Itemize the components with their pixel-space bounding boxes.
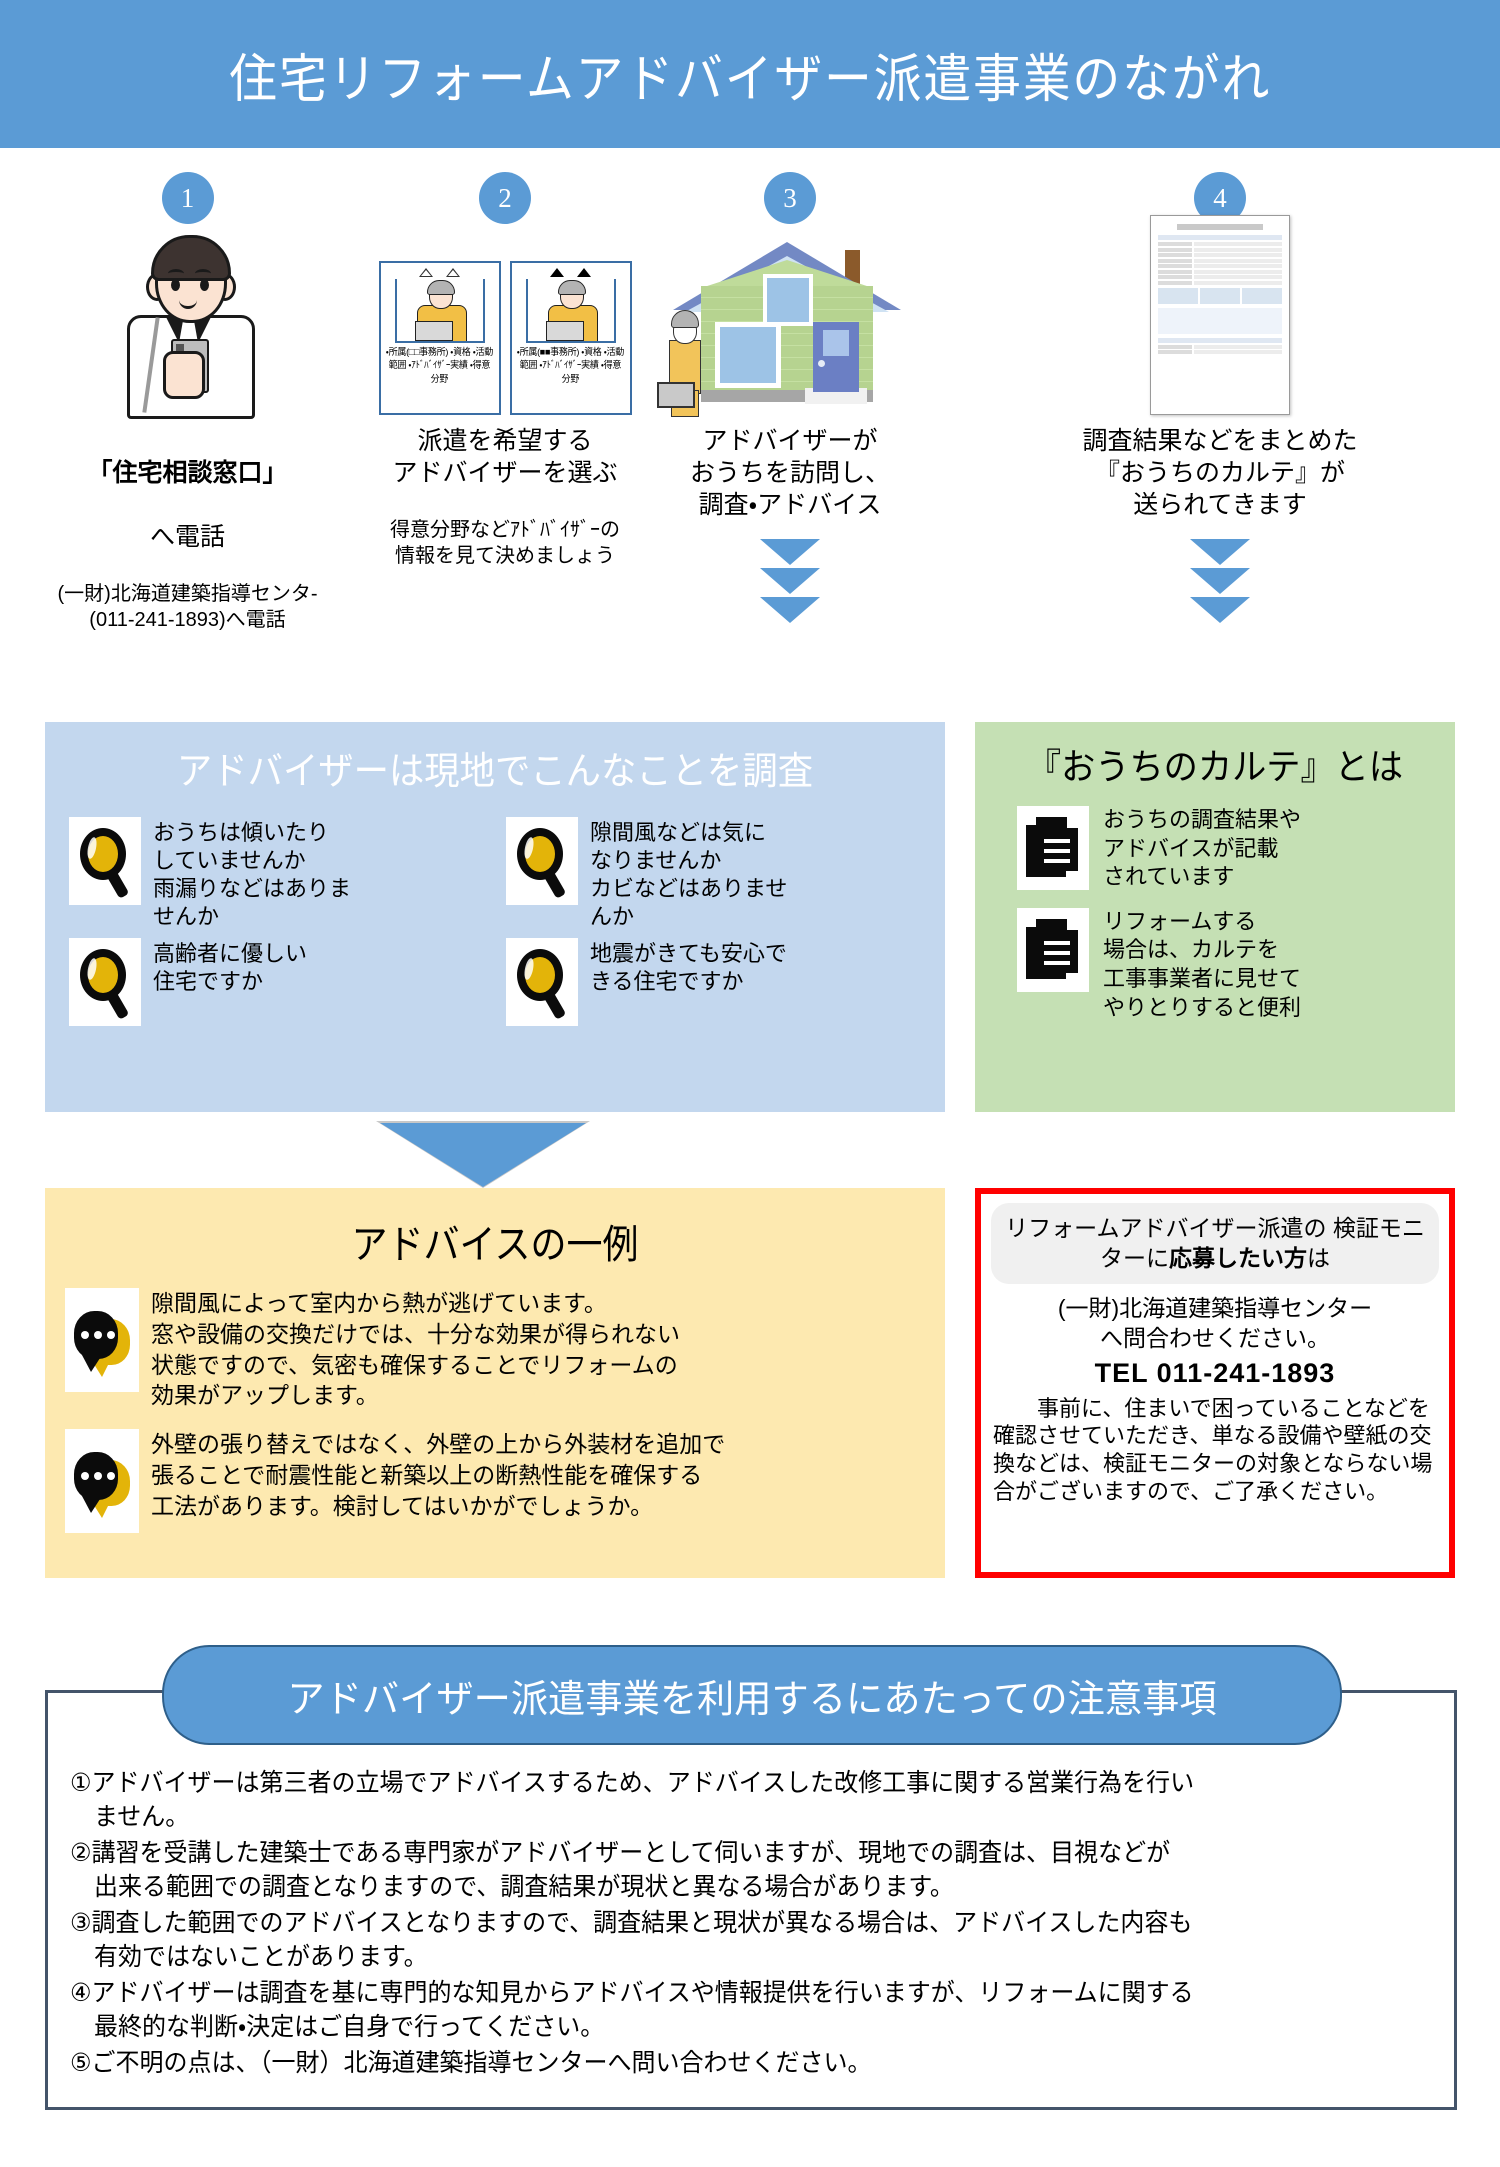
down-arrow-icon <box>380 1123 586 1187</box>
survey-item: 隙間風などは気に なりませんか カビなどはありませ んか <box>506 817 921 932</box>
monitor-headline-pre: リフォームアドバイザー派遣の 検証モニターに <box>1005 1215 1425 1272</box>
monitor-headline-bold: 応募したい方 <box>1169 1245 1307 1272</box>
house-icon <box>655 230 925 417</box>
advice-item-text: 外壁の張り替えではなく、外壁の上から外装材を追加で 張ることで耐震性能と新築以上… <box>151 1431 726 1519</box>
step-1-caption: 「住宅相談窓口」 へ電話 <box>0 425 375 553</box>
document-icon <box>1017 806 1089 890</box>
karte-item: リフォームする 場合は、カルテを 工事事業者に見せて やりとりすると便利 <box>975 892 1455 1022</box>
survey-item-text: 高齢者に優しい 住宅ですか <box>153 940 308 994</box>
advisor-profile-card-left: ・所属(□□事務所) ・資格 ・活動範囲 ・ｱﾄﾞﾊﾞｲｻﾞｰ実績 ・得意分野 <box>378 261 501 415</box>
magnifier-icon <box>69 817 141 905</box>
survey-item-text: おうちは傾いたり していませんか 雨漏りなどはありま せんか <box>153 820 352 930</box>
survey-item: 地震がきても安心で きる住宅ですか <box>506 937 921 1026</box>
magnifier-icon <box>506 817 578 905</box>
karte-panel-title: 『おうちのカルテ』とは <box>1026 746 1404 787</box>
steps-row: 1 「住宅相談窓口」 へ電話 (一財)北海道建築指導センタ- (011-241-… <box>0 150 1500 690</box>
step-4: 4 調査結果などをまとめた 『おうちのカルテ』が 送られてきます <box>940 150 1500 623</box>
notes-panel: アドバイザー派遣事業を利用するにあたっての注意事項 ①アドバイザーは第三者の立場… <box>45 1645 1457 2110</box>
karte-item-text: おうちの調査結果や アドバイスが記載 されています <box>1103 807 1302 890</box>
step-1-badge: 1 <box>161 172 214 224</box>
step-2-badge: 2 <box>479 172 531 224</box>
step-1-subtext: (一財)北海道建築指導センタ- (011-241-1893)へ電話 <box>57 583 318 631</box>
advice-item: 外壁の張り替えではなく、外壁の上から外装材を追加で 張ることで耐震性能と新築以上… <box>45 1411 945 1534</box>
monitor-headline-post: は <box>1307 1245 1330 1272</box>
advisor-card-left-lines: ・所属(□□事務所) ・資格 ・活動範囲 ・ｱﾄﾞﾊﾞｲｻﾞｰ実績 ・得意分野 <box>385 347 493 385</box>
step-2-illustration: ・所属(□□事務所) ・資格 ・活動範囲 ・ｱﾄﾞﾊﾞｲｻﾞｰ実績 ・得意分野 … <box>370 230 640 415</box>
step-3-caption: アドバイザーが おうちを訪問し、 調査・アドバイス <box>689 427 890 519</box>
monitor-application-note: 事前に、住まいで困っていることなどを確認させていただき、単なる設備や壁紙の交換な… <box>993 1395 1433 1505</box>
advisor-profile-card-right: ・所属(■■事務所) ・資格 ・活動範囲 ・ｱﾄﾞﾊﾞｲｻﾞｰ実績 ・得意分野 <box>509 261 632 415</box>
note-item: ⑤ご不明の点は、（一財）北海道建築指導センターへ問い合わせください。 <box>70 2049 872 2077</box>
survey-item: 高齢者に優しい 住宅ですか <box>69 937 484 1026</box>
note-item: ②講習を受講した建築士である専門家がアドバイザーとして伺いますが、現地での調査は… <box>70 1839 1171 1901</box>
survey-panel: アドバイザーは現地でこんなことを調査 おうちは傾いたり していませんか 雨漏りな… <box>45 722 945 1112</box>
person-with-phone-icon <box>113 235 263 419</box>
survey-item-text: 地震がきても安心で きる住宅ですか <box>590 940 787 994</box>
step-1-caption-bold: 「住宅相談窓口」 <box>87 459 288 487</box>
advice-item: 隙間風によって室内から熱が逃げています。 窓や設備の交換だけでは、十分な効果が得… <box>45 1270 945 1411</box>
karte-item: おうちの調査結果や アドバイスが記載 されています <box>975 790 1455 892</box>
step-3-illustration <box>640 230 940 417</box>
contact-telephone: TEL 011-241-1893 <box>1094 1357 1336 1388</box>
step-3-chevron-arrow <box>640 539 940 623</box>
advice-item-text: 隙間風によって室内から熱が逃げています。 窓や設備の交換だけでは、十分な効果が得… <box>151 1290 680 1409</box>
step-4-chevron-arrow <box>940 539 1500 623</box>
step-2-subtext: 得意分野などｱﾄﾞﾊﾞｲｻﾞｰの 情報を見て決めましょう <box>390 519 620 567</box>
page-title: 住宅リフォームアドバイザー派遣事業のながれ <box>229 50 1271 109</box>
survey-panel-title: アドバイザーは現地でこんなことを調査 <box>176 751 814 793</box>
magnifier-icon <box>506 937 578 1026</box>
note-item: ①アドバイザーは第三者の立場でアドバイスするため、アドバイスした改修工事に関する… <box>70 1769 1195 1831</box>
step-1: 1 「住宅相談窓口」 へ電話 (一財)北海道建築指導センタ- (011-241-… <box>0 150 375 633</box>
notes-panel-title: アドバイザー派遣事業を利用するにあたっての注意事項 <box>162 1645 1342 1745</box>
step-3: 3 アドバイザーが おうち <box>640 150 940 623</box>
speech-bubble-icon <box>65 1288 139 1392</box>
step-2-caption: 派遣を希望する アドバイザーを選ぶ <box>392 427 618 487</box>
visiting-advisor-icon <box>657 310 711 417</box>
step-4-caption: 調査結果などをまとめた 『おうちのカルテ』が 送られてきます <box>1082 427 1358 519</box>
step-3-badge: 3 <box>764 172 816 224</box>
page-header: 住宅リフォームアドバイザー派遣事業のながれ <box>0 0 1500 148</box>
step-1-illustration <box>0 230 375 419</box>
monitor-application-headline: リフォームアドバイザー派遣の 検証モニターに応募したい方は <box>991 1203 1439 1284</box>
magnifier-icon <box>69 937 141 1026</box>
note-item: ③調査した範囲でのアドバイスとなりますので、調査結果と現状が異なる場合は、アドバ… <box>70 1909 1193 1971</box>
advisor-card-right-lines: ・所属(■■事務所) ・資格 ・活動範囲 ・ｱﾄﾞﾊﾞｲｻﾞｰ実績 ・得意分野 <box>516 347 624 385</box>
step-2: 2 ・所属(□□事務所) ・資格 ・活動範囲 ・ｱﾄﾞﾊﾞｲｻﾞｰ実績 ・得意分… <box>370 150 640 569</box>
document-icon <box>1017 907 1089 992</box>
monitor-application-box: リフォームアドバイザー派遣の 検証モニターに応募したい方は (一財)北海道建築指… <box>975 1188 1455 1578</box>
karte-panel: 『おうちのカルテ』とは おうちの調査結果や アドバイスが記載 されています リフ… <box>975 722 1455 1112</box>
step-1-caption-rest: へ電話 <box>149 523 225 551</box>
survey-item-text: 隙間風などは気に なりませんか カビなどはありませ んか <box>590 820 788 930</box>
survey-item: おうちは傾いたり していませんか 雨漏りなどはありま せんか <box>69 817 484 932</box>
step-4-illustration <box>940 215 1500 415</box>
advice-panel-title: アドバイスの一例 <box>351 1223 639 1267</box>
note-item: ④アドバイザーは調査を基に専門的な知見からアドバイスや情報提供を行いますが、リフ… <box>70 1979 1194 2041</box>
karte-item-text: リフォームする 場合は、カルテを 工事事業者に見せて やりとりすると便利 <box>1103 908 1302 1020</box>
contact-organization: (一財)北海道建築指導センター へ問合わせください。 <box>1057 1294 1373 1351</box>
speech-bubble-icon <box>65 1429 139 1534</box>
advice-panel: アドバイスの一例 隙間風によって室内から熱が逃げています。 窓や設備の交換だけで… <box>45 1188 945 1578</box>
house-chart-document-icon <box>1150 215 1290 415</box>
